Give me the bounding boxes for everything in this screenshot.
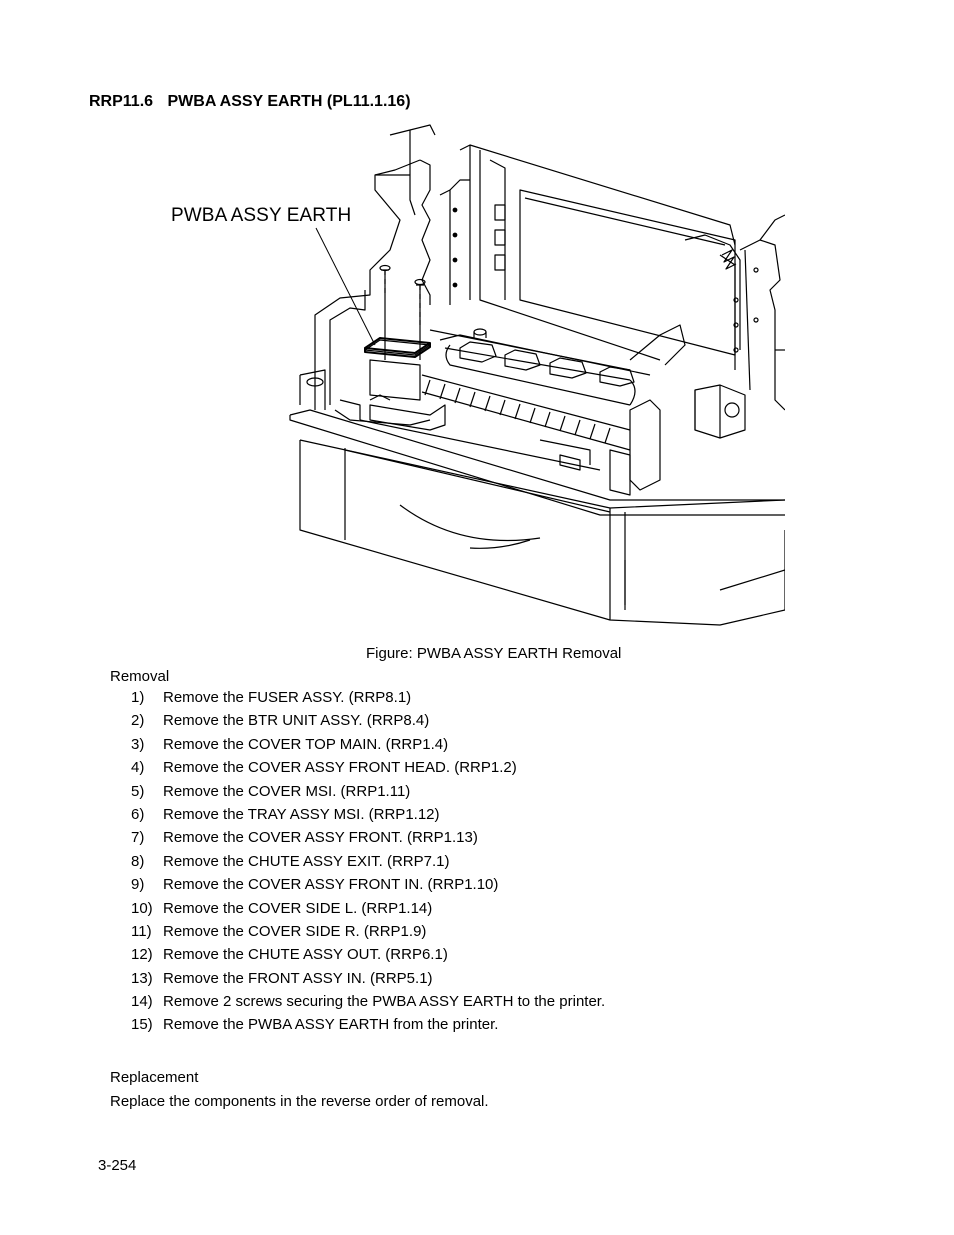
replacement-heading: Replacement bbox=[110, 1069, 199, 1086]
removal-step: 10)Remove the COVER SIDE L. (RRP1.14) bbox=[131, 899, 433, 917]
removal-steps: 1)Remove the FUSER ASSY. (RRP8.1) 2)Remo… bbox=[131, 689, 605, 1040]
figure-caption: Figure: PWBA ASSY EARTH Removal bbox=[366, 645, 622, 662]
removal-step: 2)Remove the BTR UNIT ASSY. (RRP8.4) bbox=[131, 712, 430, 730]
removal-step: 5)Remove the COVER MSI. (RRP1.11) bbox=[131, 782, 411, 800]
removal-step: 3)Remove the COVER TOP MAIN. (RRP1.4) bbox=[131, 735, 449, 753]
removal-step: 8)Remove the CHUTE ASSY EXIT. (RRP7.1) bbox=[131, 852, 450, 870]
removal-step: 6)Remove the TRAY ASSY MSI. (RRP1.12) bbox=[131, 805, 440, 823]
section-number: RRP11.6 bbox=[89, 93, 154, 110]
removal-step: 1)Remove the FUSER ASSY. (RRP8.1) bbox=[131, 689, 412, 706]
removal-heading: Removal bbox=[110, 668, 170, 685]
removal-step: 9)Remove the COVER ASSY FRONT IN. (RRP1.… bbox=[131, 876, 499, 894]
removal-step: 15)Remove the PWBA ASSY EARTH from the p… bbox=[131, 1016, 499, 1034]
removal-step: 14)Remove 2 screws securing the PWBA ASS… bbox=[131, 993, 606, 1011]
removal-step: 13)Remove the FRONT ASSY IN. (RRP5.1) bbox=[131, 969, 433, 987]
removal-step: 12)Remove the CHUTE ASSY OUT. (RRP6.1) bbox=[131, 946, 448, 964]
replacement-text: Replace the components in the reverse or… bbox=[110, 1093, 489, 1110]
removal-step: 7)Remove the COVER ASSY FRONT. (RRP1.13) bbox=[131, 829, 478, 847]
removal-step: 4)Remove the COVER ASSY FRONT HEAD. (RRP… bbox=[131, 759, 517, 777]
section-heading: PWBA ASSY EARTH (PL11.1.16) bbox=[167, 93, 411, 110]
section-title: RRP11.6 PWBA ASSY EARTH (PL11.1.16) bbox=[89, 93, 411, 111]
printer-illustration bbox=[160, 120, 785, 630]
removal-step: 11)Remove the COVER SIDE R. (RRP1.9) bbox=[131, 922, 427, 940]
pwba-callout-label: PWBA ASSY EARTH bbox=[171, 205, 352, 226]
page-number: 3-254 bbox=[98, 1157, 137, 1174]
